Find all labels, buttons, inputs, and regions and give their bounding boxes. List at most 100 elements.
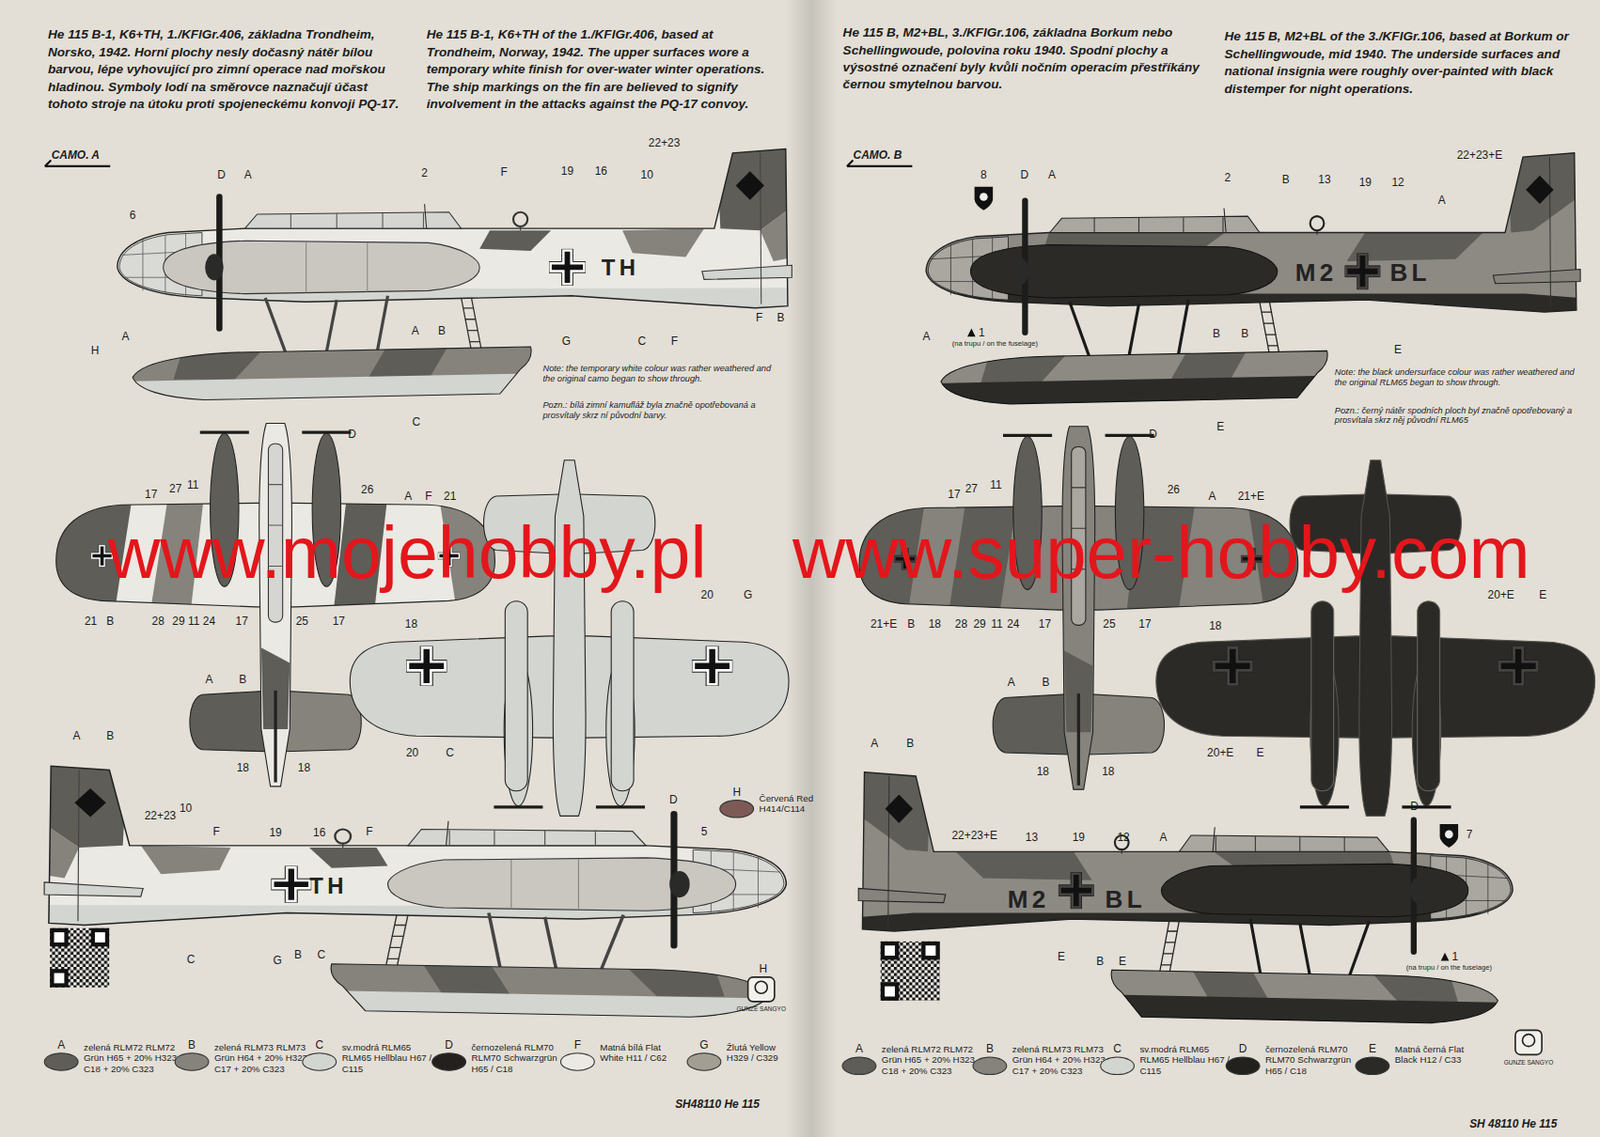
legend-text: sv.modrá RLM65 RLM65 Hellblau H67 / C115 (342, 1042, 437, 1075)
note-text: Pozn.: bílá zimní kamufláž byla značně o… (542, 400, 783, 422)
callout-number: 1 (1452, 951, 1459, 964)
camo-tag: CAMO. A (51, 148, 100, 161)
callout-number: 17 (1038, 617, 1051, 630)
callout-number: 20 (701, 588, 714, 601)
callout-number: 13 (1025, 831, 1038, 845)
callout-number: B (294, 948, 302, 961)
callout-number: 10 (179, 801, 192, 815)
callout-number: B (776, 311, 785, 324)
note-text: Note: the temporary white colour was rat… (542, 362, 783, 384)
callout-number: 12 (1391, 175, 1404, 189)
location-note: (na trupu / on the fuselage) (952, 340, 1038, 348)
callout-number: C (187, 953, 196, 966)
legend-text: Matná černá Flat Black H12 / C33 (1395, 1045, 1477, 1067)
callout-number: A (72, 729, 80, 742)
legend-text: černozelená RLM70 RLM70 Schwarzgrün H65 … (1265, 1045, 1360, 1078)
logo-text: GUNZE SANGYO (1504, 1059, 1553, 1067)
callout-number: A (205, 673, 214, 686)
color-swatch (972, 1057, 1007, 1077)
callout-number: B (1096, 955, 1104, 968)
callout-number: F (671, 334, 678, 347)
callout-number: E (1394, 343, 1402, 356)
callout-number: 29 (972, 617, 986, 630)
aircraft-code: BL (1389, 260, 1430, 288)
callout-number: 13 (1317, 172, 1331, 186)
callout-number: 25 (296, 614, 309, 628)
callout-number: E (1057, 951, 1066, 964)
callout-number: G (743, 588, 753, 601)
legend-letter: A (855, 1042, 863, 1055)
color-swatch (301, 1052, 337, 1072)
callout-number: 17 (332, 614, 346, 628)
callout-number: 6 (129, 208, 137, 221)
color-swatch (687, 1052, 722, 1072)
header-text: He 115 B, M2+BL of the 3./KFlGr.106, bas… (1224, 28, 1585, 98)
callout-number: G (562, 334, 571, 347)
note-text: Pozn.: černý nátěr spodních ploch byl zn… (1334, 405, 1585, 426)
legend-text: Matná bílá Flat White H11 / C62 (599, 1042, 682, 1064)
callout-number: C (445, 747, 455, 760)
callout-number: 8 (980, 168, 988, 181)
footer-code: SH48110 He 115 (674, 1098, 760, 1111)
location-note: (na trupu / on the fuselage) (1406, 964, 1492, 973)
callout-number: 19 (1072, 831, 1085, 845)
callout-number: 22+23 (144, 809, 177, 822)
callout-number: 26 (1167, 483, 1180, 496)
callout-number: 28 (152, 614, 165, 628)
callout-number: C (317, 948, 327, 961)
callout-number: 20+E (1207, 747, 1234, 760)
callout-number: 21 (443, 489, 456, 502)
callout-number: 1 (978, 326, 986, 339)
callout-number: 22+23+E (1457, 148, 1503, 161)
color-swatch (719, 800, 754, 819)
callout-number: H (91, 344, 100, 357)
callout-number: B (106, 729, 114, 742)
callout-number: 20 (406, 747, 419, 760)
callout-number: 17 (144, 487, 157, 501)
callout-number: 16 (313, 826, 326, 839)
callout-number: 24 (1006, 617, 1020, 630)
callout-number: D (669, 793, 678, 806)
callout-number: 26 (360, 483, 374, 496)
callout-number: 19 (268, 826, 282, 839)
callout-number: B (238, 673, 247, 686)
callout-number: 21 (84, 614, 97, 628)
callout-number: B (1212, 327, 1221, 340)
callout-number: A (404, 489, 412, 502)
callout-number: D (1019, 168, 1029, 181)
callout-number: 25 (1102, 617, 1115, 630)
color-swatch (174, 1052, 210, 1072)
color-swatch (1099, 1057, 1135, 1077)
callout-number: F (501, 165, 508, 178)
legend-letter: E (1368, 1042, 1377, 1055)
callout-number: 17 (235, 614, 249, 628)
callout-number: D (1410, 800, 1419, 813)
footer-code: SH 48110 He 115 (1469, 1118, 1557, 1131)
callout-number: A (1438, 193, 1446, 206)
callout-number: B (106, 614, 114, 628)
camo-tag: CAMO. B (853, 148, 903, 161)
legend-letter: B (188, 1038, 196, 1051)
callout-number: A (1159, 831, 1167, 845)
callout-number: 18 (405, 617, 418, 630)
aircraft-code: TH (309, 874, 348, 899)
callout-number: 20+E (1488, 588, 1515, 601)
callout-number: A (122, 330, 130, 344)
legend-text: Žlutá Yellow H329 / C329 (726, 1042, 795, 1064)
header-text: He 115 B-1, K6+TH of the 1./KFlGr.406, b… (426, 26, 786, 113)
callout-number: 21+E (1238, 489, 1265, 502)
header-text: He 115 B, M2+BL, 3./KFlGr.106, základna … (843, 24, 1203, 95)
callout-number: D (347, 427, 357, 440)
callout-number: 19 (1359, 175, 1372, 189)
callout-number: A (411, 324, 420, 337)
legend-text: zelená RLM72 RLM72 Grün H65 + 20% H323 C… (83, 1042, 178, 1075)
color-swatch (44, 1052, 79, 1072)
legend-letter: D (1239, 1042, 1248, 1055)
callout-number: B (906, 737, 914, 750)
aircraft-code: M2 (1295, 260, 1338, 288)
note-text: Note: the black undersurface colour was … (1334, 367, 1585, 389)
color-swatch (1225, 1057, 1261, 1077)
watermark: www.mojehobby.pl (108, 517, 707, 590)
callout-number: E (1118, 955, 1127, 968)
header-text: He 115 B-1, K6+TH, 1./KFlGr.406, základn… (47, 26, 400, 113)
